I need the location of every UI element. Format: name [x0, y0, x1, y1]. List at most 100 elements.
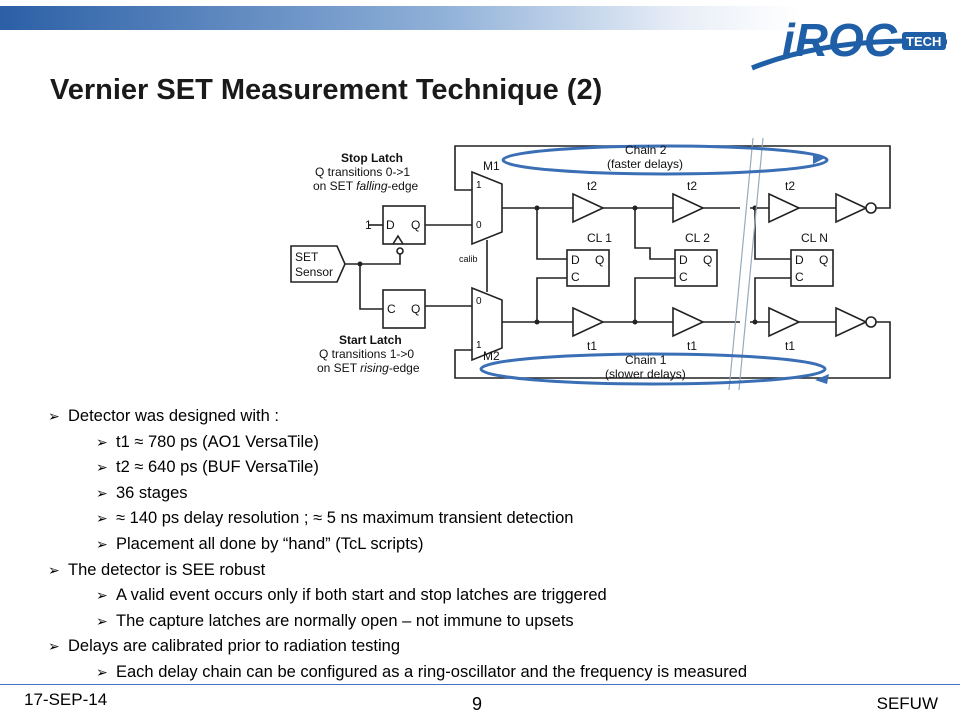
iroc-tech-logo: iROC TECH	[751, 14, 948, 71]
delay-buffer-t2-3	[768, 192, 801, 224]
capture-latch-1	[566, 249, 610, 287]
svg-text:M2: M2	[483, 349, 500, 363]
page-number: 9	[472, 694, 483, 714]
footer-divider	[0, 684, 960, 685]
bullet-text: Each delay chain can be configured as a …	[116, 662, 748, 681]
arrow-bullet-icon: ➢	[96, 510, 108, 527]
svg-text:t1: t1	[687, 339, 697, 353]
sub-bullet-item: ➢ Each delay chain can be configured as a…	[48, 660, 948, 686]
bullet-list: ➢ Detector was designed with : ➢ t1 ≈ 780 p…	[48, 404, 948, 686]
bullet-text: Detector was designed with :	[68, 407, 279, 425]
inverter-top	[835, 192, 868, 224]
svg-text:Q transitions 1->0: Q transitions 1->0	[319, 347, 414, 361]
bullet-text: ≈ 140 ps delay resolution ; ≈ 5 ns maxim…	[116, 509, 574, 528]
bullet-text: t1 ≈ 780 ps (AO1 VersaTile)	[116, 432, 319, 451]
svg-text:t1: t1	[785, 339, 795, 353]
svg-text:TECH: TECH	[906, 34, 941, 49]
stop-latch-flipflop	[382, 205, 426, 245]
svg-text:Sensor: Sensor	[295, 265, 333, 279]
svg-text:0: 0	[476, 220, 482, 231]
bullet-item: ➢ Detector was designed with :	[48, 404, 948, 430]
bullet-text: The detector is SEE robust	[68, 560, 266, 579]
svg-text:Q: Q	[595, 253, 604, 267]
svg-text:Q: Q	[703, 253, 712, 267]
capture-latch-2	[674, 249, 718, 287]
svg-text:1: 1	[365, 218, 372, 232]
svg-text:M1: M1	[483, 159, 500, 173]
slide-title: Vernier SET Measurement Technique (2)	[50, 74, 603, 106]
mux-m2	[471, 286, 503, 362]
svg-text:iROC: iROC	[782, 14, 898, 66]
svg-text:C: C	[679, 270, 688, 284]
chain1-ring	[479, 352, 827, 386]
arrow-bullet-icon: ➢	[48, 638, 60, 655]
bullet-item: ➢ Delays are calibrated prior to radiatio…	[48, 634, 948, 660]
svg-text:C: C	[387, 302, 396, 316]
arrow-bullet-icon: ➢	[96, 535, 108, 552]
footer-date: 17-SEP-14	[24, 690, 108, 709]
svg-text:SET: SET	[295, 250, 319, 264]
bullet-text: A valid event occurs only if both start …	[116, 586, 607, 605]
svg-text:(slower delays): (slower delays)	[605, 367, 686, 381]
sub-bullet-item: ➢ A valid event occurs only if both start…	[48, 583, 948, 609]
svg-text:0: 0	[476, 296, 482, 307]
svg-text:on SET falling-edge: on SET falling-edge	[313, 179, 419, 193]
arrow-bullet-icon: ➢	[96, 587, 108, 604]
svg-text:Q transitions 0->1: Q transitions 0->1	[315, 165, 410, 179]
bullet-text: t2 ≈ 640 ps (BUF VersaTile)	[116, 458, 319, 477]
svg-text:CL N: CL N	[801, 231, 828, 245]
svg-text:1: 1	[476, 180, 482, 191]
svg-text:Q: Q	[411, 218, 420, 232]
svg-text:Chain 2: Chain 2	[625, 143, 667, 157]
svg-text:Q: Q	[411, 302, 420, 316]
delay-buffer-t2-1	[572, 192, 605, 224]
bullet-text: Placement all done by “hand” (TcL script…	[116, 534, 424, 553]
arrow-bullet-icon: ➢	[48, 561, 60, 578]
svg-text:on SET rising-edge: on SET rising-edge	[317, 361, 420, 375]
delay-buffer-t1-3	[768, 306, 801, 338]
bullet-text: Delays are calibrated prior to radiation…	[68, 637, 401, 656]
svg-text:calib: calib	[459, 254, 478, 264]
svg-text:D: D	[386, 218, 395, 232]
footer-organization: SEFUW	[876, 694, 938, 713]
svg-text:D: D	[679, 253, 688, 267]
bullet-text: The capture latches are normally open – …	[116, 611, 574, 630]
capture-latch-n	[790, 249, 834, 287]
svg-text:Stop Latch: Stop Latch	[341, 151, 403, 165]
svg-text:t1: t1	[587, 339, 597, 353]
svg-text:Q: Q	[819, 253, 828, 267]
svg-text:t2: t2	[587, 179, 597, 193]
svg-text:(faster delays): (faster delays)	[607, 157, 683, 171]
svg-text:CL 2: CL 2	[685, 231, 710, 245]
arrow-bullet-icon: ➢	[96, 663, 108, 680]
top-decorative-bar	[0, 6, 800, 30]
bullet-text: 36 stages	[116, 483, 188, 502]
arrow-bullet-icon: ➢	[48, 408, 60, 424]
svg-text:Start Latch: Start Latch	[339, 333, 402, 347]
set-sensor-box	[290, 245, 346, 283]
sub-bullet-item: ➢ ≈ 140 ps delay resolution ; ≈ 5 ns maxi…	[48, 506, 948, 532]
chain2-ring	[501, 144, 829, 176]
arrow-bullet-icon: ➢	[96, 433, 108, 450]
sub-bullet-item: ➢ The capture latches are normally open –…	[48, 609, 948, 635]
svg-text:D: D	[571, 253, 580, 267]
bullet-item: ➢ The detector is SEE robust	[48, 558, 948, 584]
delay-buffer-t1-1	[572, 306, 605, 338]
sub-bullet-item: ➢ t1 ≈ 780 ps (AO1 VersaTile)	[48, 430, 948, 456]
sub-bullet-item: ➢ Placement all done by “hand” (TcL scrip…	[48, 532, 948, 558]
arrow-bullet-icon: ➢	[96, 459, 108, 476]
vernier-circuit-diagram: Stop Latch Q transitions 0->1 on SET fal…	[290, 137, 891, 391]
arrow-bullet-icon: ➢	[96, 612, 108, 629]
svg-text:CL 1: CL 1	[587, 231, 612, 245]
svg-text:t2: t2	[687, 179, 697, 193]
mux-m1	[471, 170, 503, 246]
delay-buffer-t2-2	[672, 192, 705, 224]
start-latch-flipflop	[382, 289, 426, 329]
svg-text:C: C	[571, 270, 580, 284]
svg-text:t2: t2	[785, 179, 795, 193]
arrow-bullet-icon: ➢	[96, 484, 108, 501]
sub-bullet-item: ➢ t2 ≈ 640 ps (BUF VersaTile)	[48, 455, 948, 481]
inverter-bottom	[835, 306, 868, 338]
sub-bullet-item: ➢ 36 stages	[48, 481, 948, 507]
svg-text:D: D	[795, 253, 804, 267]
